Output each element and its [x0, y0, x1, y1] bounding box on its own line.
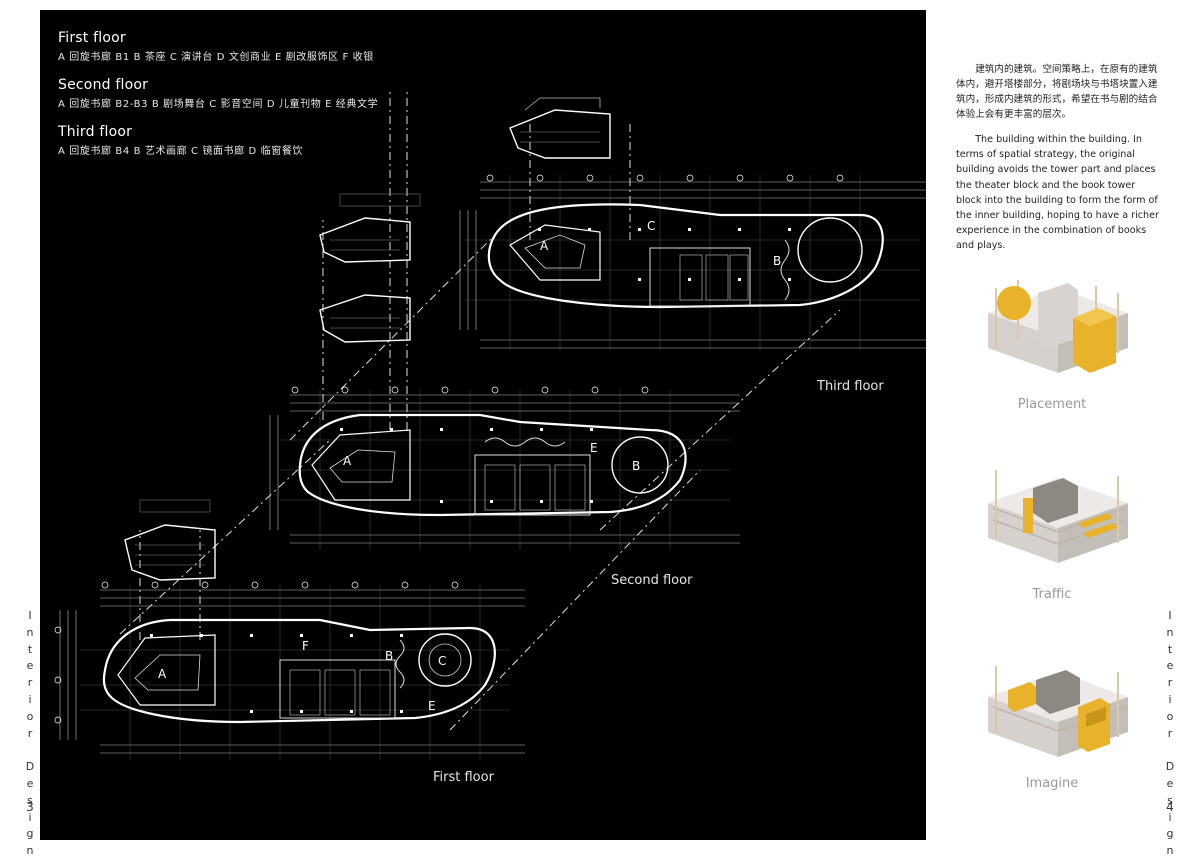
side-label-char: g	[26, 827, 34, 841]
plan-letter: E	[428, 699, 436, 713]
page-number-right: 4	[1166, 800, 1174, 814]
first-floor-label: First floor	[433, 770, 494, 785]
side-label-char: I	[28, 609, 32, 622]
side-label-char: e	[26, 776, 34, 790]
description-chinese: 建筑内的建筑。空间策略上，在原有的建筑体内，避开塔楼部分，将剧场块与书塔块置入建…	[956, 64, 1158, 120]
side-label-char: r	[1167, 676, 1173, 690]
plan-letter: C	[438, 654, 446, 668]
legend-items: A 回旋书廊 B4 B 艺术画廊 C 镜面书廊 D 临窗餐饮	[58, 146, 304, 157]
side-label-char: r	[27, 726, 33, 740]
side-label-char: n	[1166, 844, 1174, 858]
third-floor-label: Third floor	[817, 379, 884, 394]
plan-letter: F	[302, 639, 309, 653]
page-number-left: 3	[26, 800, 34, 814]
plan-letter: C	[647, 219, 655, 233]
plan-letter: B	[773, 254, 781, 268]
third-floor-plan	[319, 97, 926, 350]
side-label-char: s	[1167, 793, 1173, 807]
side-label-char: t	[27, 642, 33, 656]
side-label-char: r	[1167, 726, 1173, 740]
floor-plans-drawing: A B C A B E A B C E F	[54, 90, 926, 760]
legend-third-floor: Third floor A 回旋书廊 B4 B 艺术画廊 C 镜面书廊 D 临窗…	[58, 124, 303, 157]
placement-label: Placement	[1017, 397, 1087, 412]
side-label-char: o	[1166, 709, 1174, 723]
plan-letter: A	[540, 239, 549, 253]
plan-letter: B	[385, 649, 393, 663]
description-english: The building within the building. In ter…	[956, 134, 1159, 252]
placement-axonometric-icon	[988, 280, 1128, 373]
side-label-char: i	[28, 692, 32, 706]
side-label-char: e	[26, 659, 34, 673]
imagine-label: Imagine	[1025, 776, 1079, 791]
legend-second-floor: Second floor A 回旋书廊 B2-B3 B 剧场舞台 C 影音空间 …	[58, 77, 378, 110]
side-label-char: n	[26, 844, 34, 858]
traffic-axonometric-icon	[988, 470, 1128, 563]
plan-letter: E	[590, 441, 598, 455]
side-label-char: i	[1168, 692, 1172, 706]
legend-title: Second floor	[58, 77, 149, 93]
second-floor-plan	[124, 386, 740, 581]
side-label-char: o	[26, 709, 34, 723]
side-label-char: n	[26, 625, 34, 639]
imagine-axonometric-icon	[988, 666, 1128, 757]
plan-letter: A	[158, 667, 167, 681]
legend-first-floor: First floor A 回旋书廊 B1 B 茶座 C 演讲台 D 文创商业 …	[58, 30, 374, 63]
side-label-char: g	[1166, 827, 1174, 841]
side-label-char: i	[1168, 810, 1172, 824]
legend-items: A 回旋书廊 B2-B3 B 剧场舞台 C 影音空间 D 儿童刊物 E 经典文学	[58, 99, 379, 110]
traffic-label: Traffic	[1032, 587, 1072, 602]
side-label-char: r	[27, 676, 33, 690]
legend-items: A 回旋书廊 B1 B 茶座 C 演讲台 D 文创商业 E 剧改服饰区 F 收银	[58, 52, 374, 63]
plan-letter: B	[632, 459, 640, 473]
side-label-char	[23, 742, 37, 759]
second-floor-label: Second floor	[611, 573, 693, 588]
side-label-char: e	[1166, 776, 1174, 790]
side-label-char: e	[1166, 659, 1174, 673]
drawing-sheet: A B C A B E A B C E F First floor A 回旋书廊…	[40, 10, 926, 840]
side-label-char	[1163, 742, 1177, 759]
first-floor-plan	[54, 581, 525, 760]
side-label-char: t	[1167, 642, 1173, 656]
side-label-char: s	[27, 793, 33, 807]
legend-title: Third floor	[58, 124, 133, 140]
plan-letter: A	[343, 454, 352, 468]
side-label-char: n	[1166, 625, 1174, 639]
side-label-char: D	[1165, 760, 1175, 774]
legend-title: First floor	[58, 30, 126, 46]
side-label-char: i	[28, 810, 32, 824]
side-label-char: I	[1168, 609, 1172, 622]
side-label-char: D	[25, 760, 35, 774]
